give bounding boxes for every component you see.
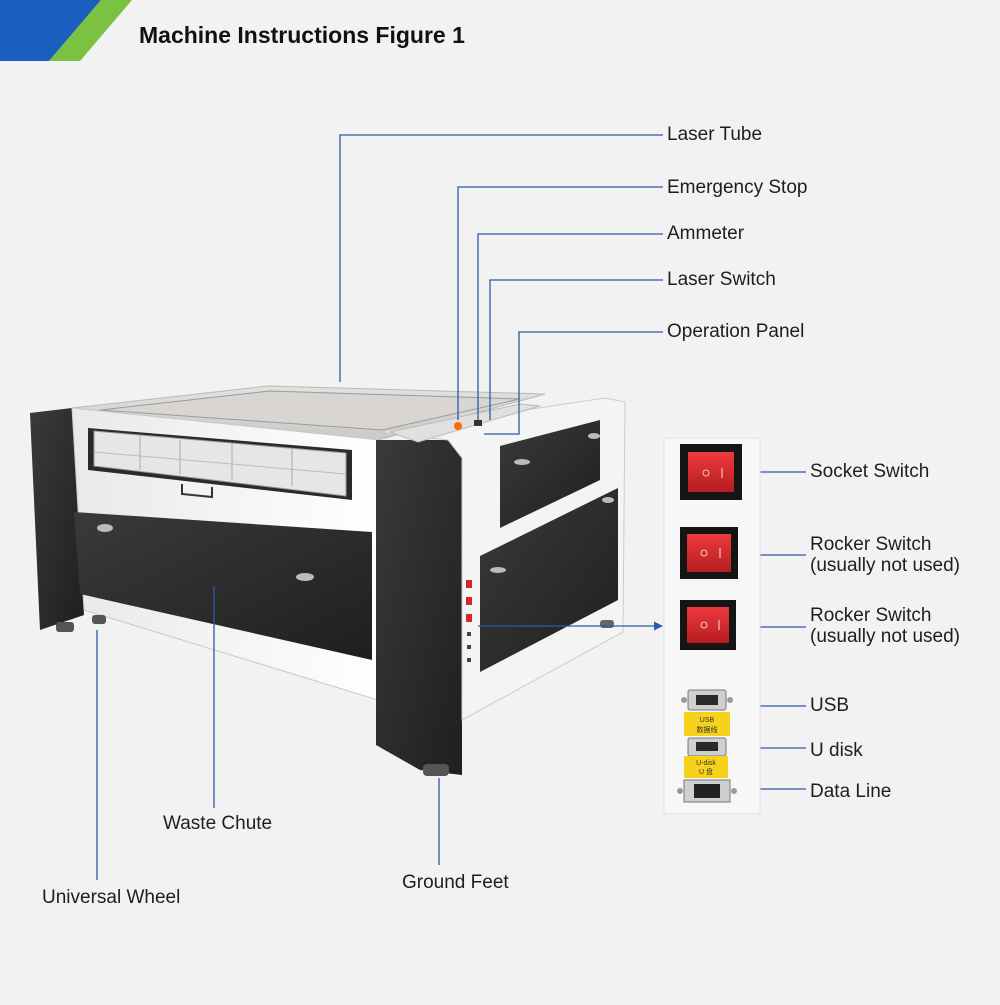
rocker-switch-icon — [680, 600, 736, 650]
label-u-disk: U disk — [810, 740, 863, 761]
side-panel-detail: USB 数据线 U-disk U 盘 — [663, 437, 761, 815]
label-rocker-switch-2-line1: Rocker Switch — [810, 605, 932, 626]
laser-machine-illustration — [30, 385, 626, 776]
label-rocker-switch-1-line2: (usually not used) — [810, 555, 960, 576]
label-ground-feet: Ground Feet — [402, 872, 509, 893]
label-operation-panel: Operation Panel — [667, 321, 805, 342]
label-rocker-switch-2: Rocker Switch (usually not used) — [810, 605, 960, 647]
label-emergency-stop: Emergency Stop — [667, 177, 808, 198]
corner-stripe-icon — [0, 0, 132, 61]
label-rocker-switch-1: Rocker Switch (usually not used) — [810, 534, 960, 576]
label-socket-switch: Socket Switch — [810, 461, 930, 482]
label-waste-chute: Waste Chute — [163, 813, 273, 834]
label-ammeter: Ammeter — [667, 223, 745, 244]
label-data-line: Data Line — [810, 781, 892, 802]
label-universal-wheel: Universal Wheel — [42, 887, 181, 908]
label-laser-switch: Laser Switch — [667, 269, 776, 290]
label-laser-tube: Laser Tube — [667, 124, 763, 145]
label-rocker-switch-2-line2: (usually not used) — [810, 626, 960, 647]
leader-lines — [96, 134, 806, 880]
page-title: Machine Instructions Figure 1 — [139, 22, 465, 48]
usb-port-icon — [687, 737, 727, 757]
udisk-tag-line1: U-disk — [696, 760, 716, 767]
udisk-tag-line2: U 盘 — [699, 767, 713, 776]
usb-port-icon — [681, 689, 733, 711]
label-usb: USB — [810, 695, 850, 716]
label-rocker-switch-1-line1: Rocker Switch — [810, 534, 932, 555]
usb-tag-line2: 数据线 — [697, 725, 718, 734]
rocker-switch-icon — [680, 444, 742, 500]
rocker-switch-icon — [680, 527, 738, 579]
ethernet-port-icon — [677, 779, 737, 803]
usb-tag-line1: USB — [700, 717, 715, 724]
